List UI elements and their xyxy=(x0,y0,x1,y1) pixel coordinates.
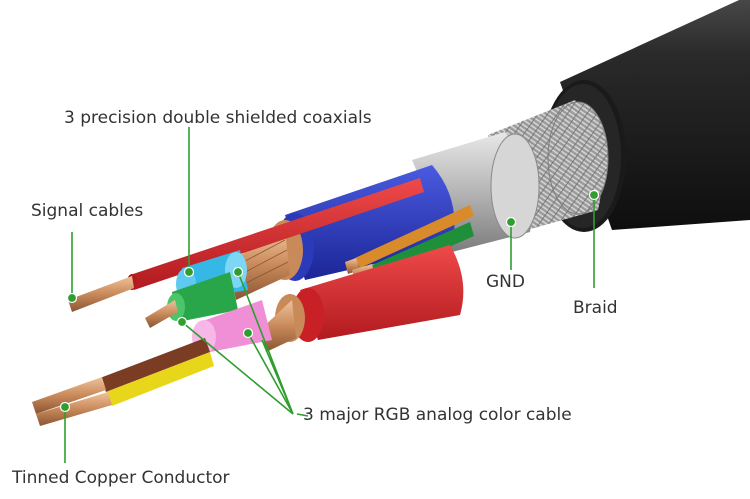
label-braid: Braid xyxy=(573,298,618,318)
callout-lines xyxy=(64,127,595,463)
callout-dots xyxy=(59,189,600,413)
label-rgb-cable: 3 major RGB analog color cable xyxy=(303,405,572,425)
label-gnd: GND xyxy=(486,272,525,292)
label-tinned-copper: Tinned Copper Conductor xyxy=(12,468,230,488)
green-core xyxy=(145,272,238,328)
label-signal-cables: Signal cables xyxy=(31,201,144,221)
label-coaxials: 3 precision double shielded coaxials xyxy=(64,108,372,128)
brown-yellow-wires xyxy=(32,338,214,426)
